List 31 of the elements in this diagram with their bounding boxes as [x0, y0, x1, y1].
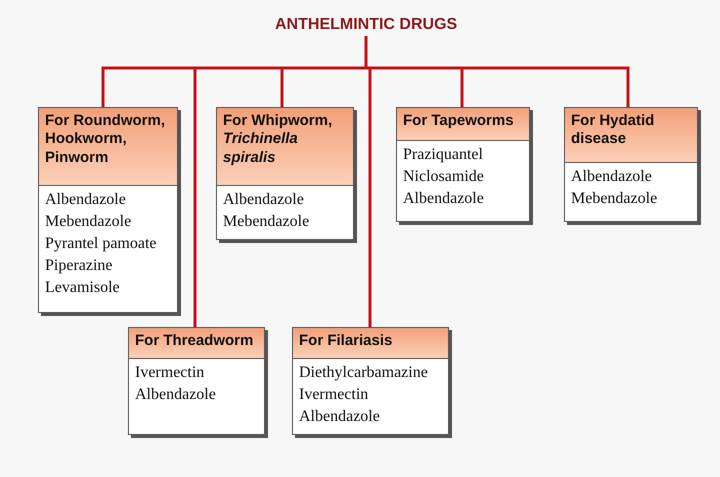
drug-name: Albendazole — [135, 385, 216, 406]
drug-name: Albendazole — [45, 190, 126, 210]
box-heading: For Hydatid disease — [571, 112, 656, 149]
drug-name: Albendazole — [571, 167, 652, 187]
box-heading: For Threadworm — [135, 332, 254, 350]
drug-name: Mebendazole — [571, 189, 658, 210]
box-heading: For Whipworm, Trichinella spiralis — [223, 112, 334, 167]
drug-name: Albendazole — [403, 189, 484, 210]
drug-name: Pyrantel pamoate — [45, 234, 157, 254]
drug-name: Mebendazole — [223, 212, 310, 232]
category-box — [564, 107, 698, 222]
box-heading: For Filariasis — [299, 332, 394, 350]
drug-name: Albendazole — [299, 407, 380, 428]
box-heading: For Tapeworms — [403, 112, 515, 130]
category-box — [216, 107, 354, 240]
diagram-title: ANTHELMINTIC DRUGS — [275, 16, 458, 34]
drug-name: Praziquantel — [403, 145, 483, 165]
drug-name: Niclosamide — [403, 167, 484, 188]
connector-line — [364, 36, 372, 327]
drug-name: Ivermectin — [299, 385, 368, 406]
category-box — [396, 107, 530, 222]
drug-name: Ivermectin — [135, 363, 204, 383]
category-box — [38, 107, 178, 313]
box-heading: For Roundworm, Hookworm, Pinworm — [45, 112, 166, 167]
category-box — [292, 327, 449, 435]
drug-name: Albendazole — [223, 190, 304, 210]
drug-name: Levamisole — [45, 278, 120, 298]
drug-name: Piperazine — [45, 256, 113, 276]
category-box — [128, 327, 265, 435]
drug-name: Diethylcarbamazine — [299, 363, 428, 383]
drug-name: Mebendazole — [45, 212, 132, 232]
